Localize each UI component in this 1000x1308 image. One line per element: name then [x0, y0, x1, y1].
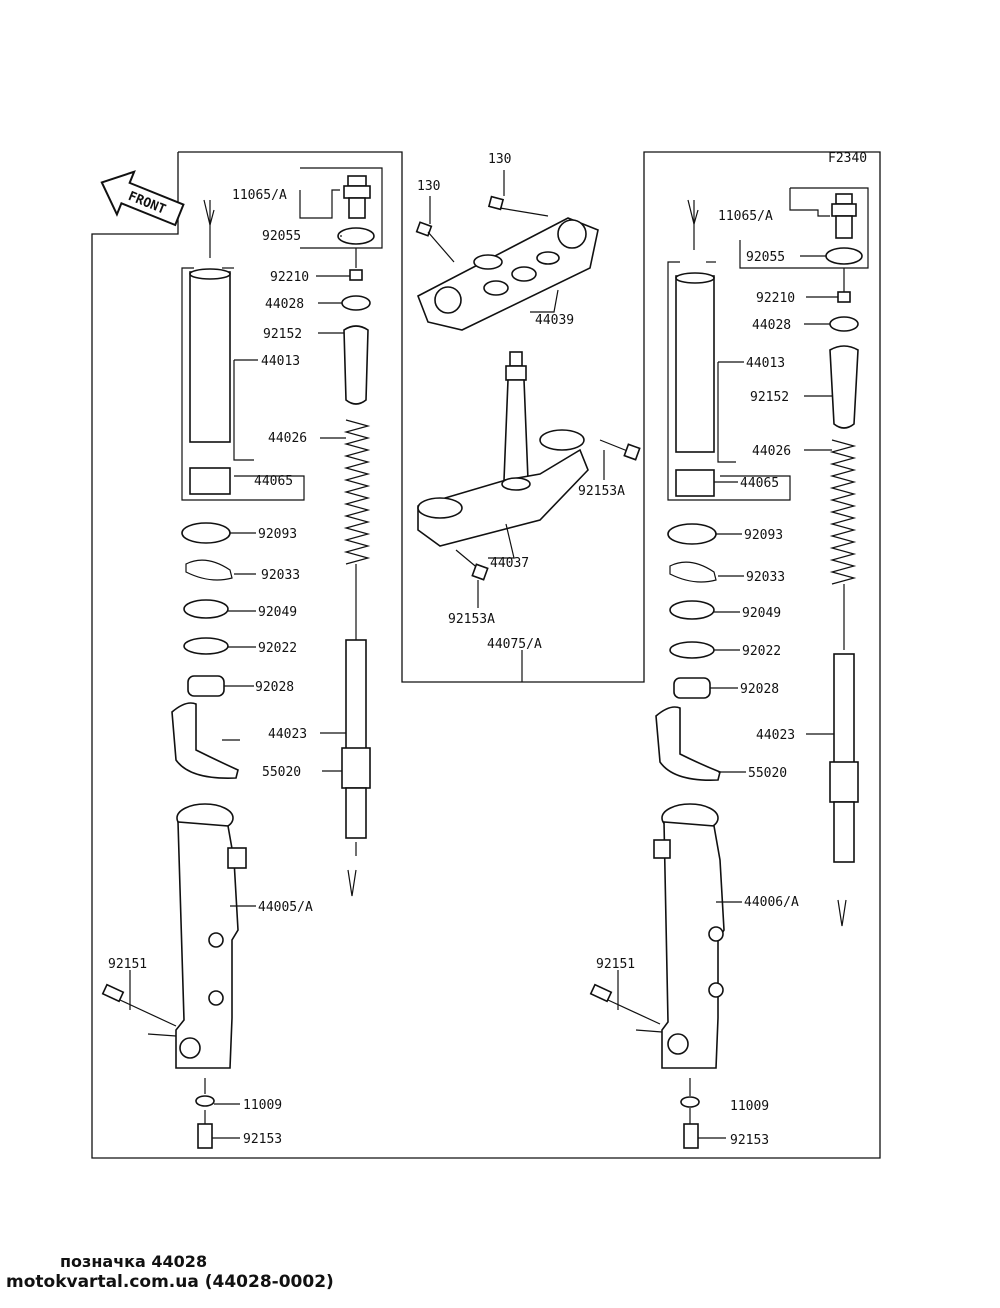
label-92033-left: 92033	[261, 568, 300, 583]
washer-icon	[829, 316, 859, 332]
label-44028-right: 44028	[752, 318, 791, 333]
guide-bushing-icon	[189, 467, 231, 495]
footer-source: motokvartal.com.ua (44028-0002)	[6, 1272, 334, 1292]
bottom-clamp-bolt-icon	[455, 439, 641, 581]
drain-bolt-icon	[197, 1123, 213, 1149]
washer-ring-icon	[183, 637, 229, 655]
label-130-left: 130	[417, 179, 440, 194]
slide-bushing-icon	[673, 677, 711, 699]
fork-guard-icon	[655, 706, 721, 781]
label-92152-left: 92152	[263, 327, 302, 342]
washer-ring-icon	[669, 641, 715, 659]
damper-rod-icon	[829, 584, 859, 863]
label-44006a: 44006/A	[744, 895, 799, 910]
label-92093-left: 92093	[258, 527, 297, 542]
label-44075a: 44075/A	[487, 637, 542, 652]
label-92028-right: 92028	[740, 682, 779, 697]
label-92153a-left: 92153A	[448, 612, 495, 627]
figure-code: F2340	[828, 151, 867, 166]
label-92022-left: 92022	[258, 641, 297, 656]
label-44026-right: 44026	[752, 444, 791, 459]
label-92093-right: 92093	[744, 528, 783, 543]
label-44028-left: 44028	[265, 297, 304, 312]
label-44023-right: 44023	[756, 728, 795, 743]
label-11065a-left: 11065/A	[232, 188, 287, 203]
label-92028-left: 92028	[255, 680, 294, 695]
seal-icon	[183, 599, 229, 619]
label-92055-right: 92055	[746, 250, 785, 265]
label-92049-right: 92049	[742, 606, 781, 621]
label-92210-right: 92210	[756, 291, 795, 306]
fork-guard-icon	[171, 702, 239, 779]
label-92151-left: 92151	[108, 957, 147, 972]
seal-icon	[669, 600, 715, 620]
o-ring-icon	[337, 227, 375, 245]
label-44023-left: 44023	[268, 727, 307, 742]
slide-bushing-icon	[187, 675, 225, 697]
gasket-icon	[195, 1095, 215, 1107]
guide-bushing-icon	[675, 469, 715, 497]
label-92153-right: 92153	[730, 1133, 769, 1148]
clamp-bolt-icon	[589, 983, 661, 1025]
damper-rod-icon	[341, 564, 371, 839]
oil-seal-icon	[667, 523, 717, 545]
inner-tube-icon	[189, 268, 231, 443]
label-44005a: 44005/A	[258, 900, 313, 915]
outer-tube-icon	[175, 803, 247, 1069]
label-44026-left: 44026	[268, 431, 307, 446]
upper-bracket-bolt-icon	[415, 195, 549, 263]
label-55020-left: 55020	[262, 765, 301, 780]
label-55020-right: 55020	[748, 766, 787, 781]
nut-icon	[837, 291, 851, 303]
clamp-bolt-icon	[101, 983, 177, 1027]
fork-cap-bolt-icon	[343, 175, 371, 219]
label-92210-left: 92210	[270, 270, 309, 285]
label-44065-right: 44065	[740, 476, 779, 491]
label-92153-left: 92153	[243, 1132, 282, 1147]
retainer-clip-icon	[669, 561, 717, 583]
label-44039: 44039	[535, 313, 574, 328]
label-130-top: 130	[488, 152, 511, 167]
drain-bolt-icon	[683, 1123, 699, 1149]
front-arrow-icon: FRONT	[100, 170, 185, 227]
o-ring-icon	[825, 247, 863, 265]
label-44013-left: 44013	[261, 354, 300, 369]
spacer-collar-icon	[343, 325, 369, 405]
diagram-frame	[91, 151, 881, 1159]
label-92153a-right: 92153A	[578, 484, 625, 499]
upper-bracket-icon	[416, 217, 599, 331]
retainer-clip-icon	[185, 559, 233, 581]
label-92033-right: 92033	[746, 570, 785, 585]
nut-icon	[349, 269, 363, 281]
gasket-icon	[680, 1096, 700, 1108]
label-11065a-right: 11065/A	[718, 209, 773, 224]
label-92022-right: 92022	[742, 644, 781, 659]
stem-triple-clamp-icon	[417, 351, 589, 547]
fork-cap-bolt-icon	[831, 193, 857, 239]
label-92152-right: 92152	[750, 390, 789, 405]
oil-seal-icon	[181, 522, 231, 544]
inner-tube-icon	[675, 272, 715, 453]
spacer-collar-icon	[829, 345, 859, 429]
footer-caption: позначка 44028	[60, 1252, 208, 1271]
label-44013-right: 44013	[746, 356, 785, 371]
label-92055-left: 92055	[262, 229, 301, 244]
label-44065-left: 44065	[254, 474, 293, 489]
label-44037: 44037	[490, 556, 529, 571]
fork-spring-icon	[829, 439, 857, 585]
washer-icon	[341, 295, 371, 311]
fork-spring-icon	[343, 419, 371, 565]
label-11009-left: 11009	[243, 1098, 282, 1113]
label-11009-right: 11009	[730, 1099, 769, 1114]
label-92151-right: 92151	[596, 957, 635, 972]
outer-tube-icon	[653, 803, 725, 1069]
label-92049-left: 92049	[258, 605, 297, 620]
